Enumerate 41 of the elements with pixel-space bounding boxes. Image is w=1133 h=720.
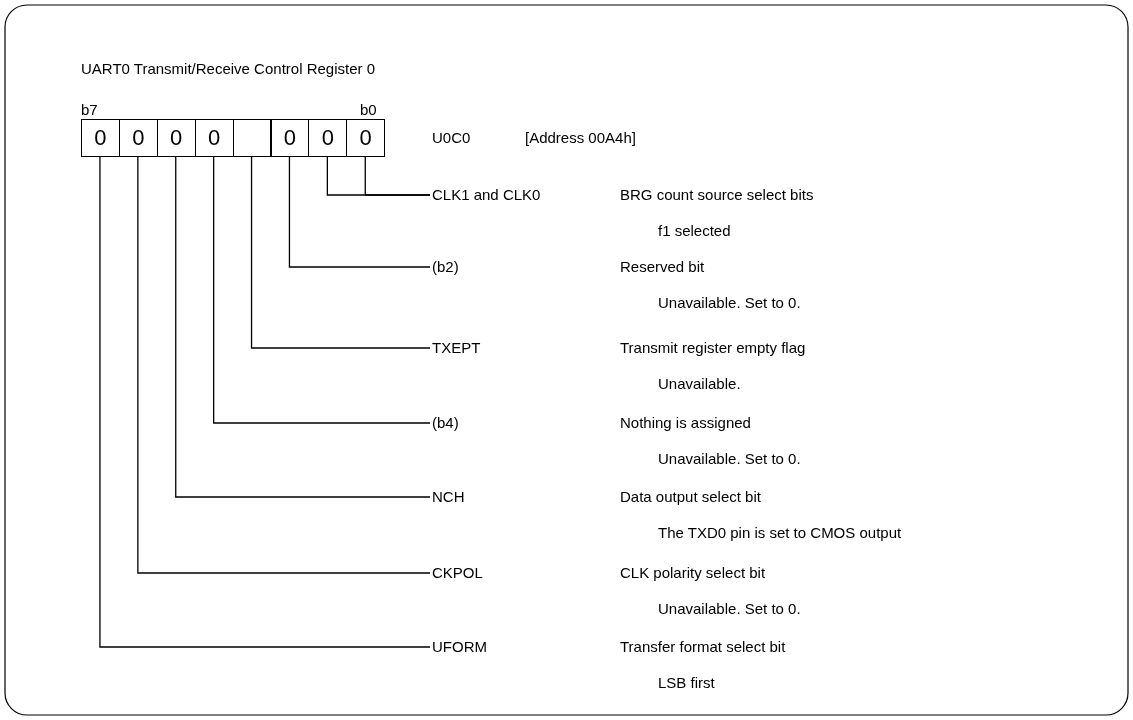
leader-line — [175, 156, 431, 498]
bit-setting: Unavailable. Set to 0. — [658, 294, 801, 312]
bit-setting: Unavailable. Set to 0. — [658, 450, 801, 468]
field-name: UFORM — [432, 638, 487, 656]
bit-cell: 0 — [194, 119, 234, 157]
leader-line — [364, 156, 431, 196]
register-symbol: U0C0 — [432, 129, 471, 147]
bit-cell: 0 — [346, 119, 386, 157]
bit-description: Nothing is assigned — [620, 414, 751, 432]
bit-cell: 0 — [270, 119, 310, 157]
bit-setting: Unavailable. Set to 0. — [658, 600, 801, 618]
bit-cell: 0 — [156, 119, 196, 157]
field-name: CKPOL — [432, 564, 483, 582]
register-title: UART0 Transmit/Receive Control Register 0 — [81, 60, 375, 78]
bit-description: Transmit register empty flag — [620, 339, 806, 357]
leader-line — [250, 156, 431, 349]
bit-setting: Unavailable. — [658, 375, 741, 393]
bit-number: b7 — [81, 101, 98, 119]
field-name: NCH — [432, 488, 465, 506]
bit-description: Data output select bit — [620, 488, 761, 506]
bit-description: CLK polarity select bit — [620, 564, 766, 582]
leader-line — [99, 156, 431, 648]
field-name: CLK1 and CLK0 — [432, 186, 541, 204]
bit-cell — [232, 119, 272, 157]
leader-line — [288, 156, 431, 268]
bit-cell: 0 — [118, 119, 158, 157]
bit-description: Transfer format select bit — [620, 638, 786, 656]
field-name: (b2) — [432, 258, 459, 276]
bit-cell: 0 — [81, 119, 120, 157]
leader-line — [137, 156, 431, 574]
bit-setting: The TXD0 pin is set to CMOS output — [658, 524, 902, 542]
register-address: [Address 00A4h] — [525, 129, 636, 147]
bit-description: Reserved bit — [620, 258, 705, 276]
bit-number: b0 — [360, 101, 377, 119]
leader-line — [213, 156, 431, 424]
field-name: TXEPT — [432, 339, 481, 357]
bit-setting: f1 selected — [658, 222, 731, 240]
bit-setting: LSB first — [658, 674, 715, 692]
bit-description: BRG count source select bits — [620, 186, 814, 204]
field-name: (b4) — [432, 414, 459, 432]
bit-cell: 0 — [308, 119, 348, 157]
